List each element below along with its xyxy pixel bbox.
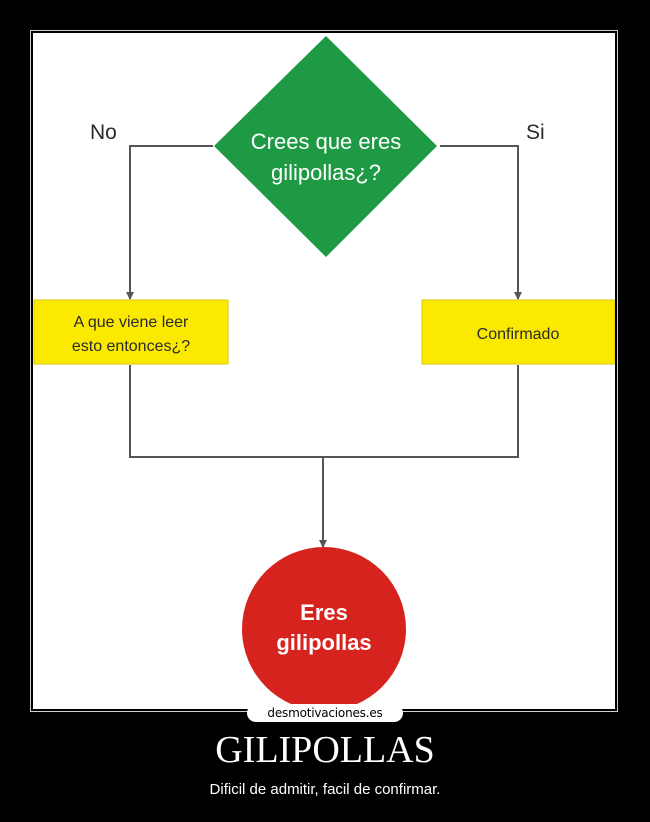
process-box-no xyxy=(33,299,229,365)
decision-diamond xyxy=(214,36,437,257)
decision-text-line2: gilipollas¿? xyxy=(271,160,381,185)
branch-label-no: No xyxy=(90,121,117,144)
result-text-line2: gilipollas xyxy=(276,630,371,655)
branch-label-si: Si xyxy=(526,121,545,144)
connector-merge xyxy=(129,365,519,458)
flowchart-canvas: Crees que eres gilipollas¿? No Si A que … xyxy=(33,33,615,709)
process-box-si-line1: Confirmado xyxy=(477,326,560,343)
process-box-si xyxy=(421,299,615,365)
site-watermark: desmotivaciones.es xyxy=(247,704,403,722)
flowchart-diagram: Crees que eres gilipollas¿? No Si A que … xyxy=(33,36,615,709)
process-box-no-line2: esto entonces¿? xyxy=(72,338,190,355)
connector-no xyxy=(126,145,213,300)
result-circle xyxy=(242,547,406,709)
poster-title: GILIPOLLAS xyxy=(215,729,435,771)
decision-text-line1: Crees que eres xyxy=(251,129,401,154)
result-text-line1: Eres xyxy=(300,600,348,625)
connector-si xyxy=(440,145,522,300)
process-box-no-line1: A que viene leer xyxy=(74,314,189,331)
poster-subtitle: Dificil de admitir, facil de confirmar. xyxy=(209,781,441,798)
